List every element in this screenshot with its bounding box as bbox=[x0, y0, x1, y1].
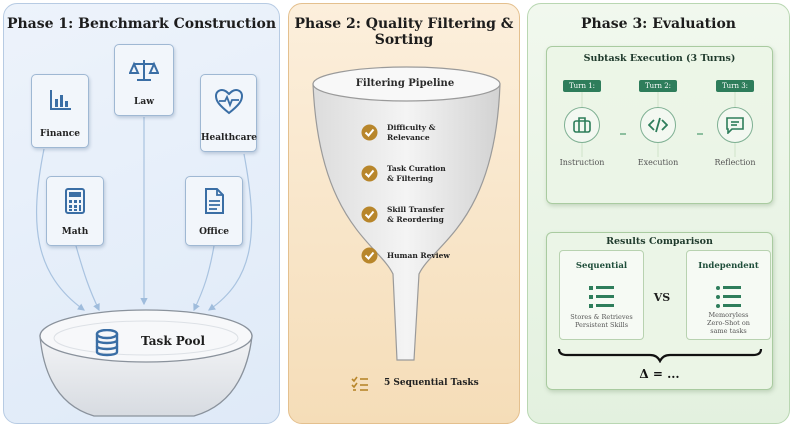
filter-funnel bbox=[312, 66, 501, 361]
turn-circle-execution bbox=[640, 107, 676, 143]
domain-label: Math bbox=[61, 227, 89, 237]
check-circle-icon bbox=[361, 247, 378, 264]
phase2-panel: Phase 2: Quality Filtering & Sorting Fil… bbox=[288, 3, 520, 424]
check-circle-icon bbox=[361, 124, 378, 141]
step-line2: Relevance bbox=[387, 133, 430, 142]
step-line1: Task Curation bbox=[387, 164, 446, 173]
phase1-connectors bbox=[36, 117, 253, 312]
code-icon bbox=[648, 117, 668, 133]
list-icon bbox=[716, 286, 741, 308]
independent-card: Independent Memoryless Zero-Shot on same… bbox=[686, 250, 771, 340]
phase2-title: Phase 2: Quality Filtering & Sorting bbox=[294, 16, 514, 48]
phase1-panel: Phase 1: Benchmark Construction Financ bbox=[3, 3, 280, 424]
phase3-panel: Phase 3: Evaluation Subtask Execution (3… bbox=[527, 3, 790, 424]
turn-badge: Turn 3: bbox=[716, 80, 754, 92]
check-circle-icon bbox=[361, 165, 378, 182]
independent-desc-line2: Zero-Shot on bbox=[707, 319, 750, 327]
task-pool-label: Task Pool bbox=[141, 334, 206, 348]
turn-badge: Turn 1: bbox=[563, 80, 601, 92]
turn-caption: Instruction bbox=[559, 158, 605, 167]
vs-label: VS bbox=[653, 291, 671, 304]
sequential-desc-line1: Stores & Retrieves bbox=[570, 313, 633, 321]
heartbeat-icon bbox=[214, 89, 243, 115]
domain-card-law: Law bbox=[114, 44, 174, 116]
turn-caption: Reflection bbox=[714, 158, 756, 167]
domain-label: Law bbox=[134, 97, 154, 107]
independent-title: Independent bbox=[698, 261, 759, 271]
briefcase-icon bbox=[573, 117, 591, 133]
scales-icon bbox=[129, 60, 159, 81]
results-comparison-box: Results Comparison Sequential Stores & R… bbox=[546, 232, 773, 390]
domain-card-office: Office bbox=[185, 176, 243, 246]
database-icon bbox=[95, 329, 119, 357]
step-line1: Human Review bbox=[387, 251, 450, 260]
turn-badge: Turn 2: bbox=[639, 80, 677, 92]
phase1-title: Phase 1: Benchmark Construction bbox=[6, 16, 277, 32]
independent-desc-line1: Memoryless bbox=[708, 311, 749, 319]
turn-circle-instruction bbox=[564, 107, 600, 143]
independent-desc-line3: same tasks bbox=[710, 327, 747, 335]
delta-label: Δ = ... bbox=[639, 367, 680, 381]
chat-icon bbox=[726, 117, 744, 134]
step-line1: Skill Transfer bbox=[387, 205, 445, 214]
bar-chart-icon bbox=[50, 90, 71, 110]
sequential-desc-line2: Persistent Skills bbox=[574, 321, 629, 329]
sequential-card: Sequential Stores & Retrieves Persistent… bbox=[559, 250, 644, 340]
step-line2: & Filtering bbox=[387, 174, 434, 183]
turn-caption: Execution bbox=[637, 158, 679, 167]
turn-connectors bbox=[581, 92, 736, 157]
pipeline-title: Filtering Pipeline bbox=[355, 78, 455, 89]
turn-circle-reflection bbox=[717, 107, 753, 143]
brace bbox=[557, 348, 763, 363]
domain-label: Healthcare bbox=[201, 133, 257, 143]
domain-label: Finance bbox=[40, 129, 80, 139]
output-label: 5 Sequential Tasks bbox=[384, 378, 479, 388]
list-icon bbox=[589, 286, 614, 308]
step-line2: & Reordering bbox=[387, 215, 444, 224]
calculator-icon bbox=[65, 188, 85, 214]
phase3-title: Phase 3: Evaluation bbox=[581, 16, 736, 32]
sequential-title: Sequential bbox=[575, 261, 628, 271]
task-pool-bowl bbox=[39, 309, 253, 417]
domain-card-math: Math bbox=[46, 176, 104, 246]
results-title: Results Comparison bbox=[606, 236, 713, 247]
step-line1: Difficulty & bbox=[387, 123, 436, 132]
subtask-title: Subtask Execution (3 Turns) bbox=[583, 53, 736, 64]
subtask-execution-box: Subtask Execution (3 Turns) Turn 1: Turn… bbox=[546, 46, 773, 204]
document-icon bbox=[205, 188, 224, 214]
check-circle-icon bbox=[361, 206, 378, 223]
domain-label: Office bbox=[199, 227, 229, 237]
domain-card-finance: Finance bbox=[31, 74, 89, 148]
domain-card-healthcare: Healthcare bbox=[200, 74, 257, 152]
checklist-icon bbox=[351, 376, 368, 391]
